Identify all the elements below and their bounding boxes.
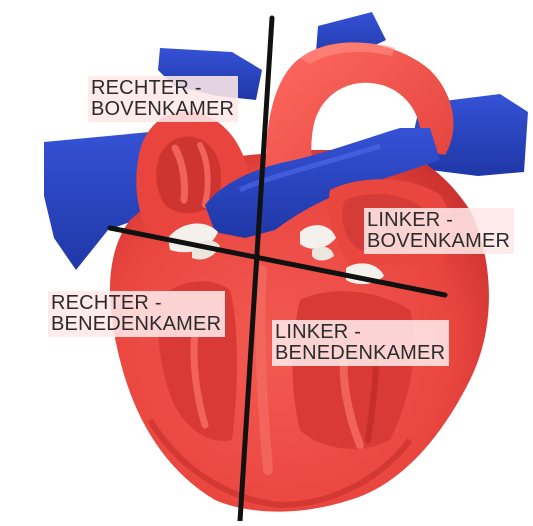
label-left-atrium-line2: BOVENKAMER (367, 231, 510, 252)
label-right-ventricle: RECHTER - BENEDENKAMER (48, 291, 225, 337)
label-left-atrium: LINKER - BOVENKAMER (364, 208, 514, 254)
label-right-ventricle-line1: RECHTER - (51, 293, 221, 314)
label-left-atrium-line1: LINKER - (367, 210, 510, 231)
label-right-atrium-line1: RECHTER - (91, 78, 234, 99)
label-right-atrium: RECHTER - BOVENKAMER (88, 76, 238, 122)
label-left-ventricle-line2: BENEDENKAMER (275, 343, 445, 364)
label-left-ventricle-line1: LINKER - (275, 322, 445, 343)
label-left-ventricle: LINKER - BENEDENKAMER (272, 320, 449, 366)
label-right-ventricle-line2: BENEDENKAMER (51, 314, 221, 335)
label-right-atrium-line2: BOVENKAMER (91, 99, 234, 120)
